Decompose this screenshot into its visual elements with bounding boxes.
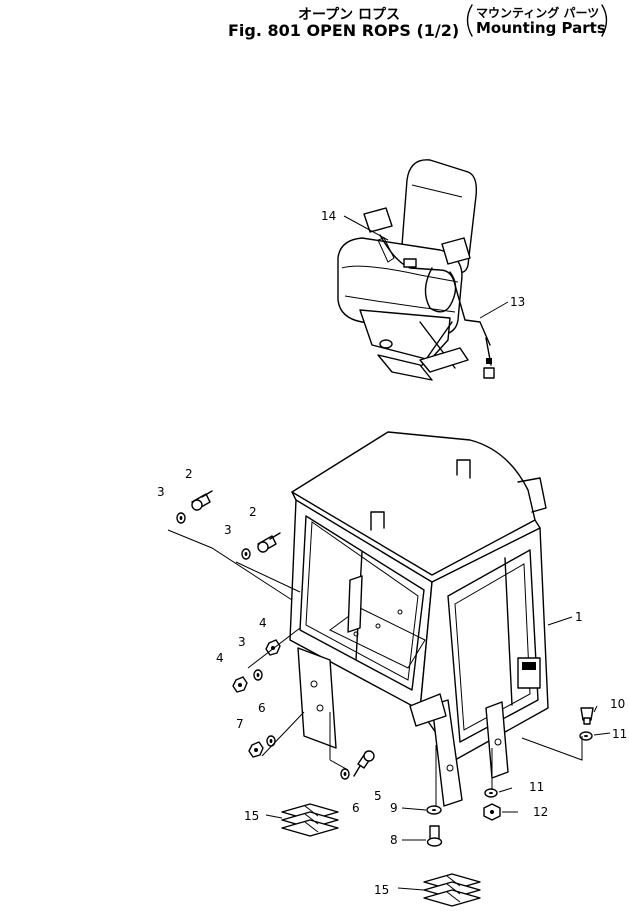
- fasteners: [176, 490, 594, 907]
- washer-3-lower: [253, 669, 263, 681]
- english-subtitle: Mounting Parts: [476, 19, 606, 37]
- shims-15-lower: [423, 873, 481, 907]
- bolt-8: [426, 825, 443, 847]
- callout-4-lower: 4: [216, 651, 224, 665]
- right-armrest: [441, 237, 471, 265]
- bolt-10: [580, 707, 594, 725]
- kana-subtitle: マウンティング パーツ: [476, 5, 599, 20]
- callout-11-upper: 11: [612, 727, 627, 741]
- callout-6-lower: 6: [352, 801, 360, 815]
- callout-10: 10: [610, 697, 625, 711]
- callout-3-upper: 3: [157, 485, 165, 499]
- bolt-2-upper: [191, 490, 213, 511]
- left-mount-bracket: [297, 647, 337, 749]
- left-armrest: [363, 207, 393, 233]
- cab-left-window: [299, 515, 425, 691]
- nut-12: [483, 803, 501, 821]
- nut-4-lower: [232, 676, 248, 693]
- shims-15-left: [281, 803, 339, 837]
- subtitle-right-paren: [601, 4, 608, 37]
- callout-1: 1: [575, 610, 583, 624]
- lifting-hook-rear: [456, 459, 471, 479]
- figure-title: Fig. 801 OPEN ROPS (1/2): [228, 21, 459, 40]
- cab-roof: [291, 431, 536, 576]
- callout-7: 7: [236, 717, 244, 731]
- washer-6-lower: [340, 768, 350, 780]
- callout-15-lower: 15: [374, 883, 389, 897]
- washer-3-upper: [176, 512, 186, 524]
- kana-title: オープン ロプス: [298, 7, 400, 23]
- figure-header: オープン ロプス Fig. 801 OPEN ROPS (1/2) マウンティン…: [228, 4, 608, 40]
- seat-mount-plate: [377, 354, 433, 381]
- washer-9: [426, 805, 442, 815]
- callout-13: 13: [510, 295, 525, 309]
- washer-3-middle: [241, 548, 251, 560]
- washer-11-upper: [579, 731, 593, 741]
- callout-3-middle: 3: [224, 523, 232, 537]
- cab-front-window: [447, 549, 539, 743]
- nut-7: [248, 741, 264, 758]
- callout-15-left: 15: [244, 809, 259, 823]
- bolt-2-lower: [257, 532, 281, 553]
- rops-cab: [289, 431, 549, 807]
- operator-seat: [337, 159, 495, 381]
- callout-4-upper: 4: [259, 616, 267, 630]
- washer-6-upper: [266, 735, 276, 747]
- seat-base: [359, 309, 451, 361]
- washer-11-lower: [484, 788, 498, 798]
- bolt-5: [353, 750, 375, 777]
- lifting-hook-front: [370, 511, 385, 531]
- belt-buckle: [403, 258, 417, 268]
- callout-5: 5: [374, 789, 382, 803]
- subtitle-left-paren: [466, 4, 473, 37]
- callout-6-upper: 6: [258, 701, 266, 715]
- leader-lines: [167, 215, 611, 891]
- callout-11-lower: 11: [529, 780, 544, 794]
- callout-2-lower: 2: [249, 505, 257, 519]
- callout-12: 12: [533, 805, 548, 819]
- callout-3-lower: 3: [238, 635, 246, 649]
- callout-8: 8: [390, 833, 398, 847]
- callout-14: 14: [321, 209, 336, 223]
- callout-2-upper: 2: [185, 467, 193, 481]
- callout-labels: 1 2 2 3 3 3 4 4 5 6 6 7 8 9 10 11 11 12 …: [157, 209, 627, 897]
- callout-9: 9: [390, 801, 398, 815]
